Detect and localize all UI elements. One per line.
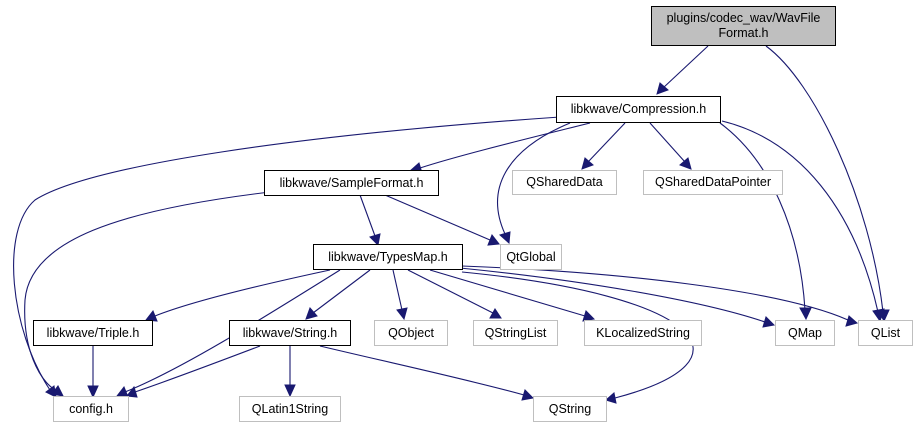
node-qshareddata-label: QSharedData xyxy=(526,175,603,189)
arrowhead xyxy=(284,384,296,398)
node-string-label: libkwave/String.h xyxy=(242,325,338,340)
arrowhead xyxy=(126,385,138,398)
node-qstring: QString xyxy=(533,396,607,422)
edge-typesmap-string xyxy=(312,269,371,314)
node-qobject-label: QObject xyxy=(388,325,434,340)
node-config-label: config.h xyxy=(69,401,113,416)
node-qtglobal-label: QtGlobal xyxy=(506,249,556,264)
edge-wavfile-compression xyxy=(662,45,709,89)
node-qshareddatapointer-label: QSharedDataPointer xyxy=(654,175,772,189)
arrowhead xyxy=(369,233,381,247)
arrowhead xyxy=(679,157,692,170)
node-triple[interactable]: libkwave/Triple.h xyxy=(33,320,153,346)
node-klocalizedstring: KLocalizedString xyxy=(584,320,702,346)
node-wavfileformat: plugins/codec_wav/WavFile Format.h xyxy=(651,6,836,46)
node-compression-label: libkwave/Compression.h xyxy=(570,102,707,116)
edge-compression-qlist xyxy=(721,120,879,313)
node-qlist-label: QList xyxy=(870,325,901,340)
node-qtglobal: QtGlobal xyxy=(500,244,562,270)
node-qshareddata: QSharedData xyxy=(512,170,617,195)
edge-typesmap-qmap xyxy=(459,267,766,323)
arrowhead xyxy=(799,307,812,321)
arrowhead xyxy=(521,389,535,401)
arrowhead xyxy=(396,307,408,321)
edge-string-qstring xyxy=(319,345,525,396)
edge-sampleformat-config xyxy=(24,191,271,391)
arrowhead xyxy=(845,315,859,327)
edge-wavfile-qlist xyxy=(765,45,884,313)
edge-compression-qtglobal xyxy=(497,122,571,235)
node-qshareddatapointer: QSharedDataPointer xyxy=(643,170,783,195)
edge-compression-config xyxy=(13,116,561,391)
arrowhead xyxy=(604,392,617,404)
node-qobject: QObject xyxy=(374,320,448,346)
node-qstringlist-label: QStringList xyxy=(484,325,547,340)
edge-typesmap-klocalizedstring xyxy=(429,269,586,317)
node-qmap: QMap xyxy=(775,320,835,346)
arrowhead xyxy=(872,308,885,323)
arrowhead xyxy=(489,308,502,319)
node-typesmap[interactable]: libkwave/TypesMap.h xyxy=(313,244,463,270)
node-qstring-label: QString xyxy=(548,401,592,416)
node-triple-label: libkwave/Triple.h xyxy=(46,325,140,340)
edge-compression-qmap xyxy=(719,122,806,311)
node-qlatin1string: QLatin1String xyxy=(239,396,341,422)
arrowhead xyxy=(656,82,669,95)
edge-compression-qshareddatapointer xyxy=(649,122,686,163)
node-sampleformat-label: libkwave/SampleFormat.h xyxy=(279,175,424,190)
node-config: config.h xyxy=(53,396,129,422)
edge-sampleformat-qtglobal xyxy=(384,194,491,241)
arrowhead xyxy=(581,157,594,170)
node-qstringlist: QStringList xyxy=(473,320,558,346)
edge-typesmap-config xyxy=(124,269,341,393)
node-sampleformat[interactable]: libkwave/SampleFormat.h xyxy=(264,170,439,196)
arrowhead xyxy=(487,234,500,246)
node-qlatin1string-label: QLatin1String xyxy=(251,401,329,416)
arrowhead xyxy=(305,307,318,320)
edge-sampleformat-typesmap xyxy=(359,194,376,237)
node-string[interactable]: libkwave/String.h xyxy=(229,320,351,346)
node-klocalizedstring-label: KLocalizedString xyxy=(596,325,690,340)
node-qlist: QList xyxy=(858,320,913,346)
node-wavfileformat-line2: Format.h xyxy=(718,26,769,40)
arrowhead xyxy=(51,385,64,397)
edge-typesmap-triple xyxy=(154,269,331,317)
node-compression[interactable]: libkwave/Compression.h xyxy=(556,96,721,123)
edge-string-config xyxy=(134,345,261,393)
edge-typesmap-qobject xyxy=(392,269,403,311)
arrowhead xyxy=(498,231,511,245)
arrowhead xyxy=(762,316,776,328)
edge-compression-qshareddata xyxy=(587,122,626,163)
arrowhead xyxy=(87,385,99,399)
edge-compression-sampleformat xyxy=(419,122,591,169)
node-typesmap-label: libkwave/TypesMap.h xyxy=(328,249,448,264)
edge-typesmap-qstringlist xyxy=(407,269,494,314)
node-qmap-label: QMap xyxy=(787,325,823,340)
node-wavfileformat-line1: plugins/codec_wav/WavFile xyxy=(666,11,821,25)
